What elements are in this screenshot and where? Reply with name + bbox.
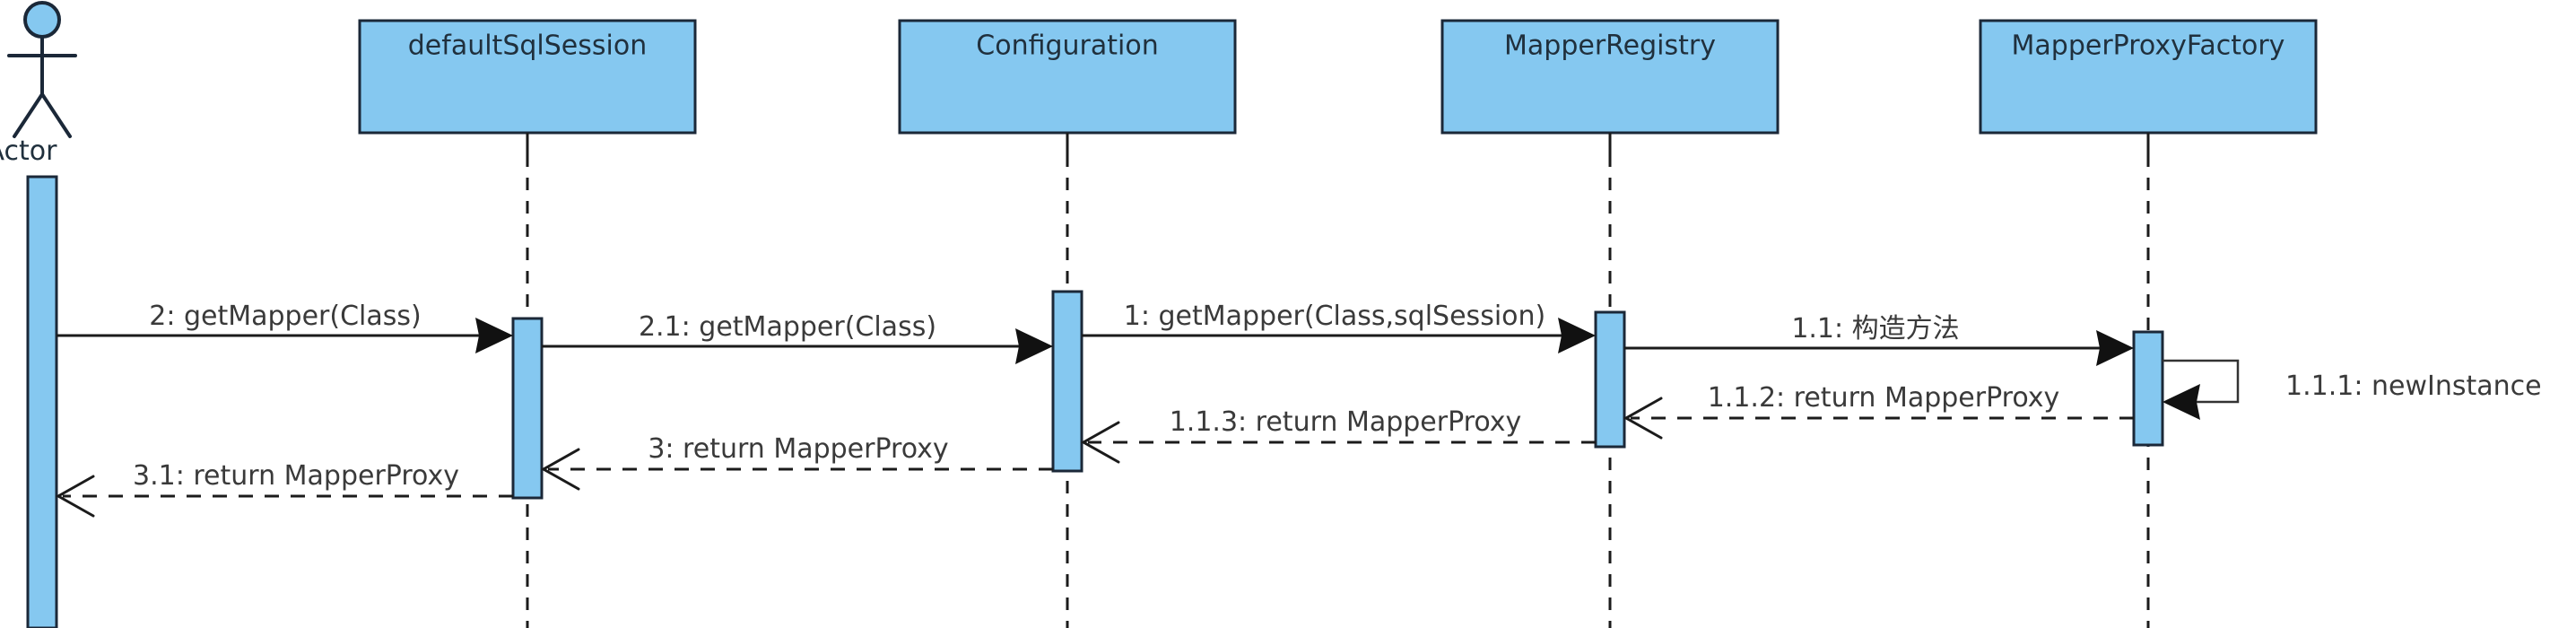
- message-1[interactable]: 1: getMapper(Class,sqlSession): [1082, 301, 1596, 353]
- message-label-1-1-1: 1.1.1: newInstance: [2285, 371, 2542, 402]
- activation-bar-configuration: [1051, 290, 1083, 473]
- participant-box-mapperregistry[interactable]: [1440, 19, 1780, 135]
- arrowhead-filled-2-1: [1015, 328, 1053, 364]
- message-2[interactable]: 2: getMapper(Class): [57, 301, 513, 353]
- participant-configuration[interactable]: Configuration: [898, 19, 1237, 628]
- activation-bar-actor: [26, 175, 58, 628]
- message-3-1[interactable]: 3.1: return MapperProxy: [55, 460, 513, 518]
- activation-bar-defaultsqlsession: [511, 317, 544, 500]
- message-label-2-1: 2.1: getMapper(Class): [639, 311, 936, 343]
- participant-label-mapperproxyfactory: MapperProxyFactory: [2012, 31, 2285, 62]
- actor-head-icon: [23, 1, 61, 39]
- participant-label-mapperregistry: MapperRegistry: [1504, 31, 1716, 62]
- message-line-1-1-1: [2163, 359, 2240, 404]
- arrowhead-filled-1-1-1: [2163, 384, 2200, 420]
- arrowhead-open-3-1: [55, 475, 95, 518]
- message-label-1-1-3: 1.1.3: return MapperProxy: [1170, 406, 1522, 438]
- participant-label-configuration: Configuration: [976, 31, 1158, 62]
- message-2-1[interactable]: 2.1: getMapper(Class): [542, 311, 1053, 364]
- message-label-1-1-2: 1.1.2: return MapperProxy: [1708, 382, 2060, 414]
- actor-right-leg-icon: [40, 92, 72, 138]
- arrowhead-open-1-1-3: [1080, 421, 1120, 464]
- message-label-3-1: 3.1: return MapperProxy: [133, 460, 459, 492]
- message-1-1-2[interactable]: 1.1.2: return MapperProxy: [1623, 382, 2134, 440]
- message-3[interactable]: 3: return MapperProxy: [540, 433, 1053, 491]
- arrowhead-filled-2: [475, 318, 513, 353]
- message-1-1-3[interactable]: 1.1.3: return MapperProxy: [1080, 406, 1596, 464]
- arrowhead-filled-1: [1558, 318, 1596, 353]
- arrowhead-open-1-1-2: [1623, 397, 1663, 440]
- participant-mapperregistry[interactable]: MapperRegistry: [1440, 19, 1780, 628]
- arrowhead-open-3: [540, 448, 580, 491]
- participant-actor[interactable]: Actor: [0, 1, 77, 628]
- activation-bar-mapperregistry: [1594, 310, 1626, 449]
- message-label-1-1: 1.1: 构造方法: [1791, 313, 1959, 345]
- message-1-1[interactable]: 1.1: 构造方法: [1624, 313, 2134, 366]
- activation-bar-mapperproxyfactory: [2132, 330, 2164, 447]
- participant-box-mapperproxyfactory[interactable]: [1979, 19, 2318, 135]
- message-1-1-1[interactable]: 1.1.1: newInstance: [2163, 359, 2542, 420]
- arrowhead-filled-1-1: [2096, 330, 2134, 366]
- participant-box-defaultsqlsession[interactable]: [358, 19, 697, 135]
- message-label-2: 2: getMapper(Class): [149, 301, 421, 332]
- participant-label-defaultsqlsession: defaultSqlSession: [408, 31, 647, 62]
- actor-left-leg-icon: [13, 92, 44, 138]
- actor-label: Actor: [0, 135, 57, 167]
- participant-box-configuration[interactable]: [898, 19, 1237, 135]
- message-label-3: 3: return MapperProxy: [648, 433, 948, 465]
- participant-defaultsqlsession[interactable]: defaultSqlSession: [358, 19, 697, 628]
- message-label-1: 1: getMapper(Class,sqlSession): [1124, 301, 1545, 332]
- participant-mapperproxyfactory[interactable]: MapperProxyFactory: [1979, 19, 2318, 628]
